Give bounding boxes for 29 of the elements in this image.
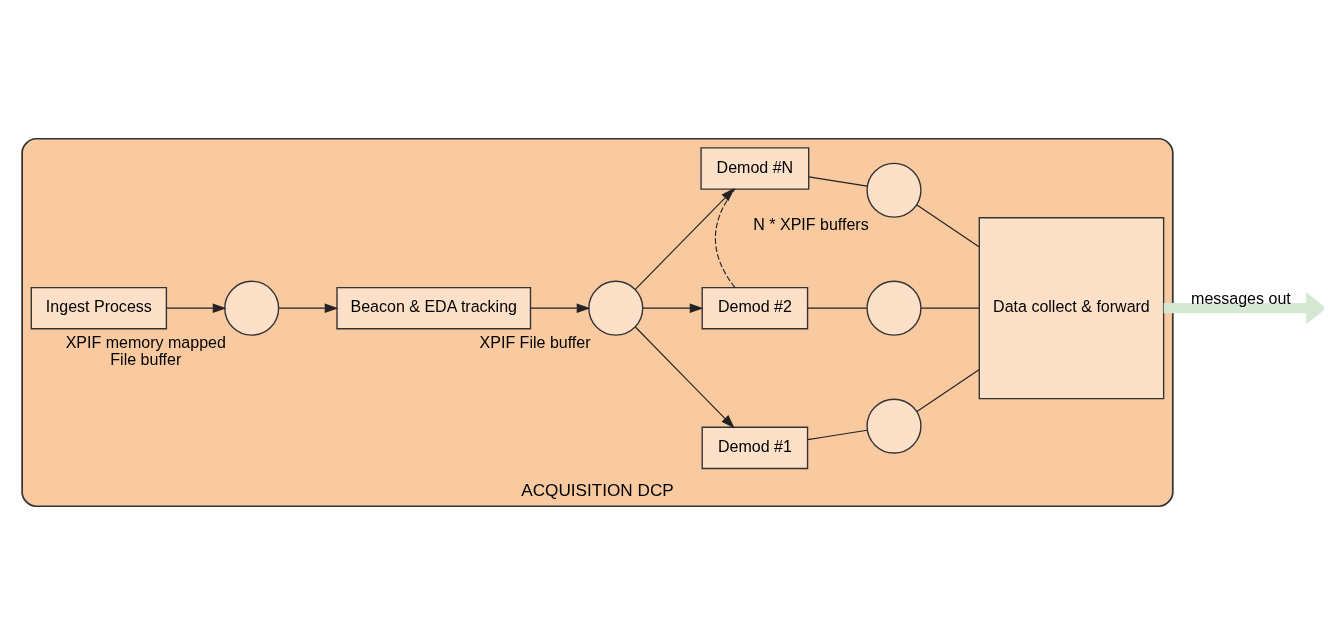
connector bbox=[916, 368, 980, 412]
edge-label: messages out bbox=[1191, 288, 1291, 307]
node-box: Data collect & forward bbox=[978, 216, 1165, 399]
arrow bbox=[165, 302, 227, 313]
connector bbox=[714, 188, 736, 288]
connector bbox=[807, 429, 868, 440]
node-box: Demod #N bbox=[700, 146, 810, 190]
node-box: Beacon & EDA tracking bbox=[336, 286, 532, 329]
connector bbox=[920, 307, 980, 309]
arrow bbox=[530, 302, 591, 313]
node-box: Ingest Process bbox=[30, 286, 168, 329]
node-circle bbox=[866, 162, 922, 218]
arrow bbox=[634, 325, 735, 428]
arrow bbox=[642, 302, 704, 313]
node-box: Demod #1 bbox=[701, 426, 809, 469]
connector bbox=[807, 307, 868, 309]
node-label: N * XPIF buffers bbox=[753, 214, 869, 233]
arrow bbox=[634, 187, 735, 290]
node-label: XPIF File buffer bbox=[479, 332, 591, 351]
node-circle bbox=[866, 398, 922, 454]
node-box: Demod #2 bbox=[701, 286, 809, 329]
arrow bbox=[1163, 291, 1324, 324]
connector bbox=[808, 175, 868, 187]
node-circle bbox=[224, 280, 280, 336]
node-label: XPIF memory mapped File buffer bbox=[65, 332, 226, 368]
node-circle bbox=[866, 280, 922, 336]
connector bbox=[916, 203, 980, 247]
arrow bbox=[278, 302, 339, 313]
node-circle bbox=[588, 280, 644, 336]
